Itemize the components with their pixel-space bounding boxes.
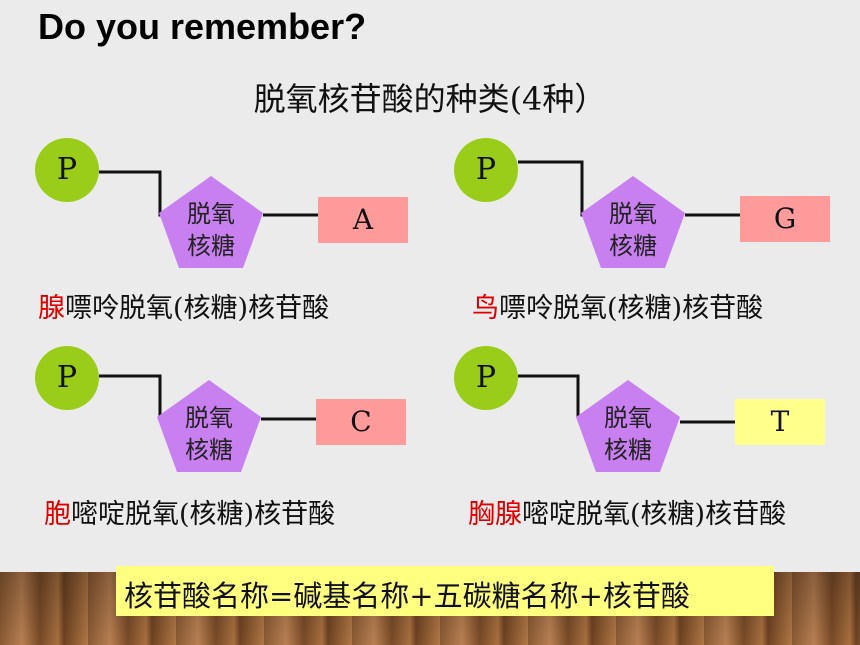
- nucleotide-caption-guanine: 鸟嘌呤脱氧(核糖)核苷酸: [472, 286, 763, 325]
- formula-text: 核苷酸名称=碱基名称+五碳糖名称+核苷酸: [124, 579, 690, 613]
- phosphate-sugar-bond: [99, 170, 167, 217]
- caption-highlight: 鸟: [472, 293, 499, 324]
- phosphate-sugar-bond: [99, 374, 167, 420]
- sugar-pentagon: [581, 176, 685, 268]
- nucleotide-diagram-thymine: P 脱氧 核糖 T: [454, 346, 860, 481]
- nucleotide-structure-graphic: [454, 346, 825, 472]
- caption-highlight: 腺: [38, 293, 65, 324]
- sugar-pentagon: [157, 380, 261, 472]
- sugar-pentagon: [576, 380, 680, 472]
- phosphate-circle: [35, 138, 99, 202]
- base-label: C: [350, 405, 372, 438]
- nucleotide-structure-graphic: [454, 138, 830, 268]
- base-label: T: [770, 405, 790, 438]
- sugar-label-line1: 脱氧: [187, 200, 235, 228]
- sugar-label-line2: 核糖: [187, 232, 235, 260]
- base-label: A: [352, 203, 374, 236]
- base-box-bg: [735, 399, 825, 445]
- sugar-pentagon: [159, 176, 263, 268]
- sugar-label-line1: 脱氧: [185, 404, 233, 432]
- phosphate-label: P: [475, 152, 497, 187]
- phosphate-sugar-bond: [518, 374, 585, 418]
- caption-rest: 嘧啶脱氧(核糖)核苷酸: [522, 499, 787, 530]
- phosphate-circle: [454, 138, 518, 202]
- phosphate-circle: [35, 346, 99, 410]
- sugar-label-line2: 核糖: [185, 436, 233, 464]
- nucleotide-caption-adenine: 腺嘌呤脱氧(核糖)核苷酸: [38, 286, 329, 325]
- nucleotide-structure-graphic: [35, 346, 406, 472]
- sugar-label-line1: 脱氧: [604, 404, 652, 432]
- base-box-bg: [318, 197, 408, 243]
- base-box-bg: [316, 399, 406, 445]
- phosphate-label: P: [56, 152, 78, 187]
- caption-rest: 嘌呤脱氧(核糖)核苷酸: [499, 293, 764, 324]
- nucleotide-diagram-cytosine: P 脱氧 核糖 C: [35, 346, 455, 481]
- sugar-label-line2: 核糖: [609, 232, 657, 260]
- base-box-bg: [740, 196, 830, 242]
- caption-highlight: 胸腺: [468, 499, 522, 530]
- nucleotide-structure-graphic: [35, 138, 408, 268]
- nucleotide-caption-cytosine: 胞嘧啶脱氧(核糖)核苷酸: [44, 492, 335, 531]
- slide-subtitle: 脱氧核苷酸的种类(4种）: [253, 80, 607, 118]
- caption-rest: 嘧啶脱氧(核糖)核苷酸: [71, 499, 336, 530]
- nucleotide-diagram-adenine: P 脱氧 核糖 A: [35, 138, 455, 273]
- nucleotide-caption-thymine: 胸腺嘧啶脱氧(核糖)核苷酸: [468, 492, 786, 531]
- slide-title: Do you remember?: [38, 6, 367, 47]
- caption-rest: 嘌呤脱氧(核糖)核苷酸: [65, 293, 330, 324]
- sugar-label-line1: 脱氧: [609, 200, 657, 228]
- sugar-label-line2: 核糖: [604, 436, 652, 464]
- nucleotide-diagram-guanine: P 脱氧 核糖 G: [454, 138, 860, 273]
- phosphate-label: P: [475, 360, 497, 395]
- caption-highlight: 胞: [44, 499, 71, 530]
- base-label: G: [773, 202, 797, 235]
- phosphate-circle: [454, 346, 518, 410]
- formula-highlight-box: [116, 566, 774, 616]
- phosphate-sugar-bond: [518, 160, 589, 217]
- phosphate-label: P: [56, 360, 78, 395]
